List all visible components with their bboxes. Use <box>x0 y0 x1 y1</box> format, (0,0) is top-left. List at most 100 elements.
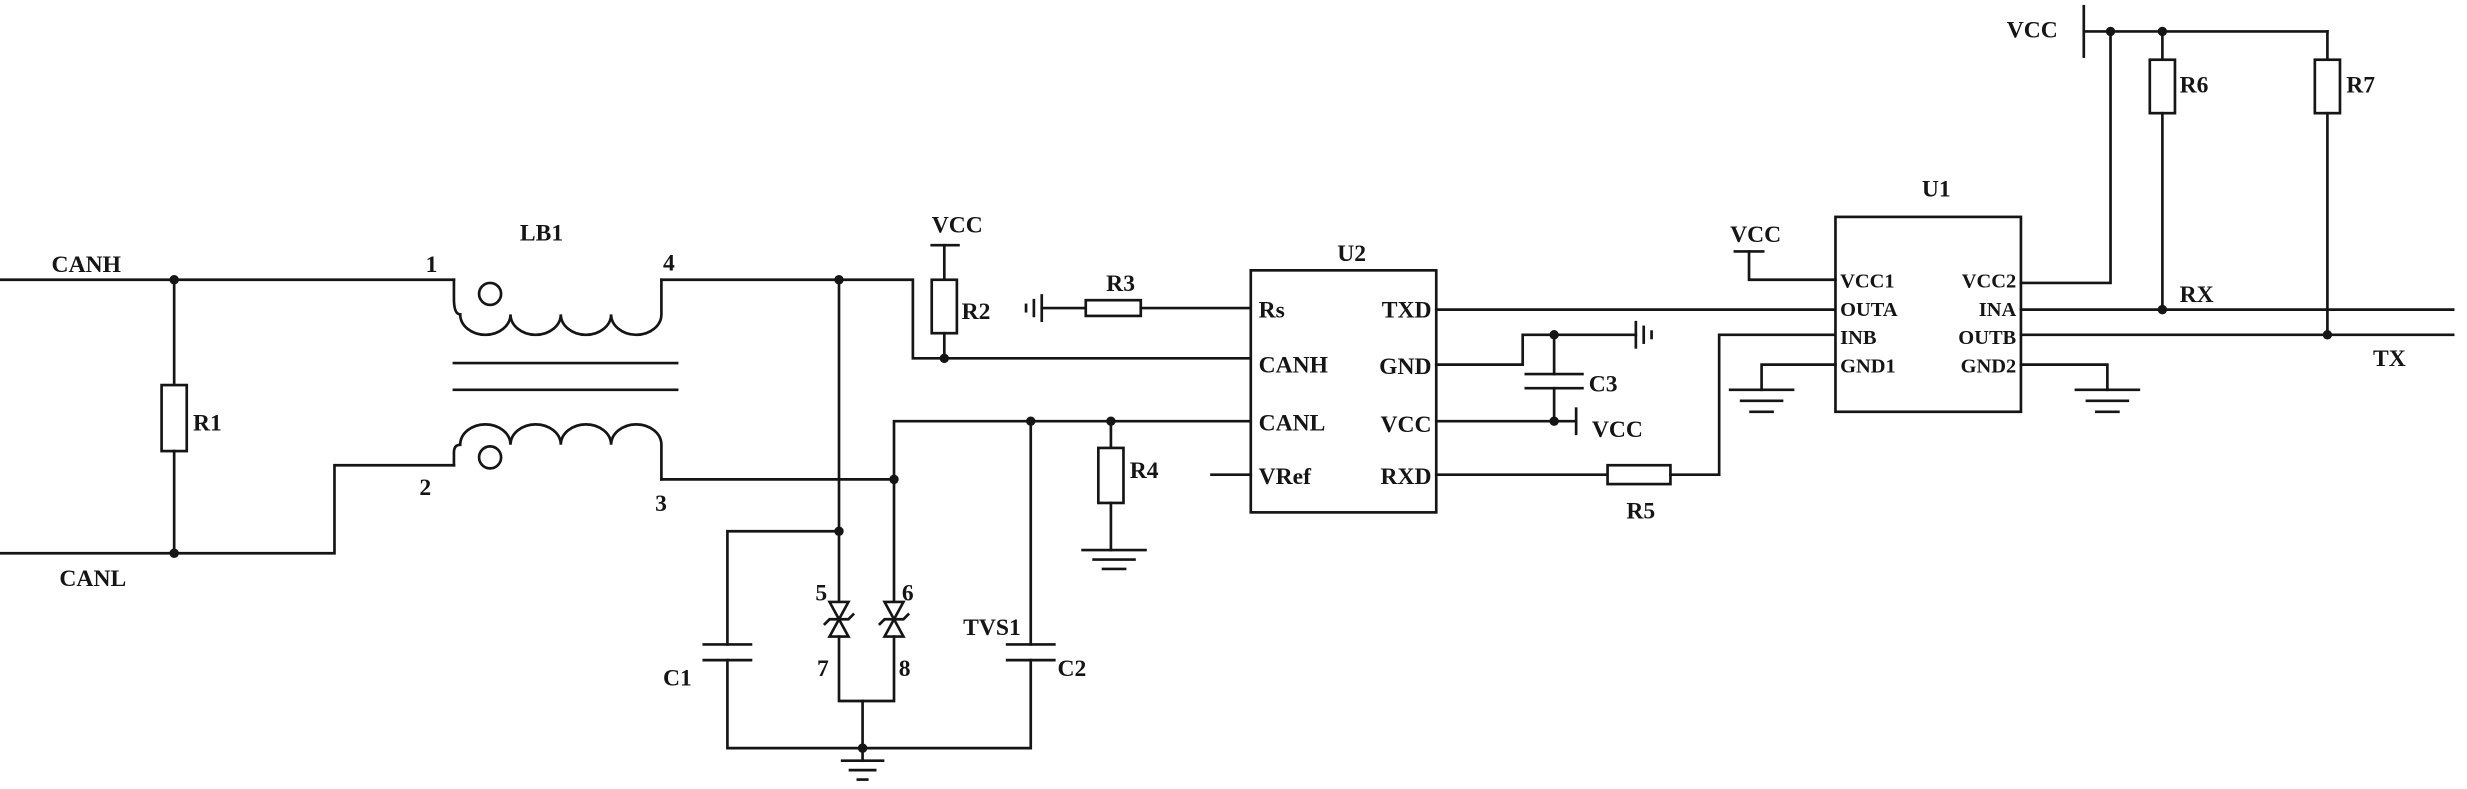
junction-dot <box>169 275 179 285</box>
r3-r4-section: R3 R4 <box>1024 271 1253 571</box>
label-r3: R3 <box>1106 271 1135 297</box>
u1-pin-vcc1: VCC1 <box>1840 271 1894 293</box>
label-tvs-pin-6: 6 <box>902 580 914 606</box>
wire-gnd1 <box>1760 363 1837 392</box>
label-vcc-r2: VCC <box>932 213 983 239</box>
u2-pin-gnd: GND <box>1379 354 1431 380</box>
label-pin-1: 1 <box>426 252 438 278</box>
resistor-r2 <box>930 278 959 335</box>
protection-section: C1 C2 5 6 7 8 TVS1 <box>663 419 1086 781</box>
label-canh-input: CANH <box>52 252 121 278</box>
label-u1: U1 <box>1922 176 1951 202</box>
label-r6: R6 <box>2180 73 2209 99</box>
junction-dot <box>834 275 844 285</box>
can-bus-wiring: VCC R2 <box>660 213 1253 604</box>
tvs-diode-triangle <box>827 600 851 623</box>
junction-dot <box>169 548 179 558</box>
label-r1: R1 <box>193 411 222 437</box>
input-section: CANH CANL R1 <box>0 252 456 592</box>
wire-canl-input <box>0 463 456 555</box>
wire-c1-top <box>726 529 841 646</box>
ground-symbol-r4 <box>1081 548 1147 571</box>
label-tvs-pin-7: 7 <box>817 656 829 682</box>
label-pin-2: 2 <box>419 475 431 501</box>
ground-symbol-c3 <box>1634 320 1653 349</box>
u1-pin-inb: INB <box>1840 327 1877 349</box>
u2-pin-rxd: RXD <box>1380 464 1431 490</box>
winding-polarity-dot <box>477 281 503 307</box>
resistor-r6 <box>2148 58 2177 115</box>
transformer-lb1: LB1 1 2 3 4 <box>419 220 679 517</box>
label-pin-4: 4 <box>663 250 675 276</box>
resistor-r1 <box>160 383 189 453</box>
label-tvs1: TVS1 <box>963 615 1021 641</box>
label-lb1: LB1 <box>520 220 563 246</box>
label-rx: RX <box>2180 282 2214 308</box>
u2-pin-rs: Rs <box>1259 297 1285 323</box>
label-c1: C1 <box>663 665 692 691</box>
label-r4: R4 <box>1130 458 1159 484</box>
ic-u2-body <box>1249 268 1438 514</box>
label-c3: C3 <box>1589 371 1618 397</box>
label-tvs-pin-5: 5 <box>815 580 827 606</box>
ic-u2: U2 Rs CANH CANL VRef TXD GND VCC RXD <box>1210 241 1438 514</box>
tvs-diode-triangle <box>827 616 851 638</box>
ic-u1-body <box>1834 215 2023 414</box>
u1-pin-outa: OUTA <box>1840 299 1898 321</box>
ground-symbol-tvs <box>840 759 885 781</box>
label-vcc-top: VCC <box>2007 18 2058 44</box>
label-canl-input: CANL <box>59 566 126 592</box>
wire-tvs-bottom <box>837 635 896 703</box>
wire-gnd2 <box>2019 363 2109 392</box>
wire-vcc2 <box>2019 30 2112 285</box>
resistor-r5 <box>1606 463 1672 486</box>
u1-pin-vcc2: VCC2 <box>1962 271 2016 293</box>
label-c2: C2 <box>1057 656 1086 682</box>
resistor-r4 <box>1096 446 1125 505</box>
u1-pin-ina: INA <box>1979 299 2017 321</box>
label-u2: U2 <box>1337 241 1366 267</box>
ground-symbol-gnd1 <box>1728 388 1795 414</box>
u2-pin-txd: TXD <box>1382 297 1432 323</box>
u2-pin-canl: CANL <box>1259 411 1326 437</box>
label-vcc-u2: VCC <box>1592 417 1643 443</box>
ground-symbol-r3 <box>1024 294 1044 322</box>
wire-canh-bus <box>660 278 1253 360</box>
label-tvs-pin-8: 8 <box>899 656 911 682</box>
u2-pin-canh: CANH <box>1259 352 1328 378</box>
u1-pin-gnd1: GND1 <box>1840 355 1896 377</box>
junction-dot <box>889 474 899 485</box>
u1-pin-outb: OUTB <box>1958 327 2016 349</box>
label-r5: R5 <box>1626 499 1655 525</box>
tvs-diode-triangle <box>882 600 906 623</box>
label-r7: R7 <box>2346 73 2375 99</box>
junction-dot <box>2322 330 2333 340</box>
transformer-top-winding <box>452 278 663 337</box>
wire-bottom-rail <box>726 658 1033 750</box>
wire-rxd-right <box>1669 333 1837 476</box>
resistor-r3 <box>1084 298 1143 318</box>
output-section: VCC R6 R7 RX TX <box>2007 4 2455 372</box>
u2-output-section: C3 VCC R5 <box>1434 308 1837 525</box>
wire-vcc1 <box>1747 250 1837 282</box>
winding-polarity-dot <box>477 445 503 470</box>
junction-dot <box>1549 330 1559 340</box>
wire-gnd-u2 <box>1434 333 1638 366</box>
label-pin-3: 3 <box>655 491 667 517</box>
label-tx: TX <box>2373 346 2406 372</box>
junction-dot <box>2157 304 2168 315</box>
junction-dot <box>2105 26 2116 37</box>
transformer-bottom-winding <box>452 423 663 481</box>
junction-dot <box>857 743 868 753</box>
u1-pin-gnd2: GND2 <box>1961 355 2017 377</box>
wire-canl-bus <box>660 419 1253 481</box>
label-vcc-u1: VCC <box>1730 222 1781 248</box>
u2-pin-vref: VRef <box>1259 464 1312 490</box>
ground-symbol-gnd2 <box>2074 388 2141 414</box>
tvs-diode-triangle <box>882 616 906 638</box>
resistor-r7 <box>2313 58 2342 115</box>
ic-u1: U1 VCC1 OUTA INB GND1 VCC2 INA OUTB GND2… <box>1728 176 2141 414</box>
u2-pin-vcc: VCC <box>1380 412 1431 438</box>
label-r2: R2 <box>962 299 991 325</box>
